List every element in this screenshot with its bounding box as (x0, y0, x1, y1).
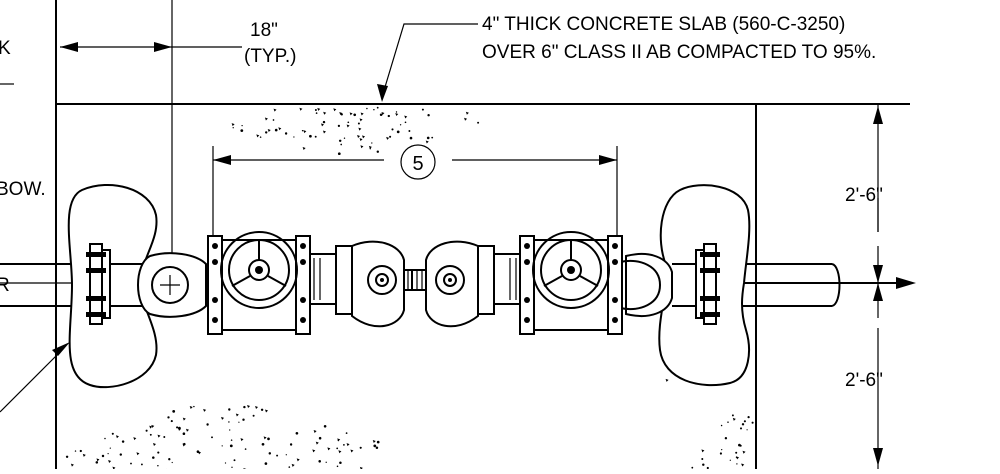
left-label-top: K (0, 38, 11, 59)
elbow-left (138, 253, 206, 317)
left-label-mid: BOW. (0, 179, 46, 200)
vertical-dimensions: 2'-6" 2'-6" (845, 104, 883, 469)
thrust-block-leader (0, 342, 70, 412)
slab-note-line1: 4" THICK CONCRETE SLAB (560-C-3250) (482, 14, 845, 35)
gate-valve-left (208, 232, 310, 334)
elbow-right (620, 254, 672, 316)
detail-ref-number: 5 (412, 153, 423, 175)
dim-upper: 2'-6" (845, 185, 883, 206)
dim-lower: 2'-6" (845, 370, 883, 391)
check-valve-left (310, 242, 418, 327)
detail-dimension: 5 (213, 145, 617, 238)
gate-valve-right (520, 232, 622, 334)
check-valve-right (412, 242, 520, 327)
flow-arrow-right (720, 277, 916, 289)
concrete-slab (56, 0, 910, 469)
typ-dim-note: (TYP.) (244, 46, 296, 67)
slab-callout-leader: 4" THICK CONCRETE SLAB (560-C-3250) OVER… (377, 14, 876, 102)
typ-dim-value: 18" (250, 20, 278, 41)
left-label-low: R (0, 275, 10, 296)
slab-note-line2: OVER 6" CLASS II AB COMPACTED TO 95%. (482, 42, 876, 63)
